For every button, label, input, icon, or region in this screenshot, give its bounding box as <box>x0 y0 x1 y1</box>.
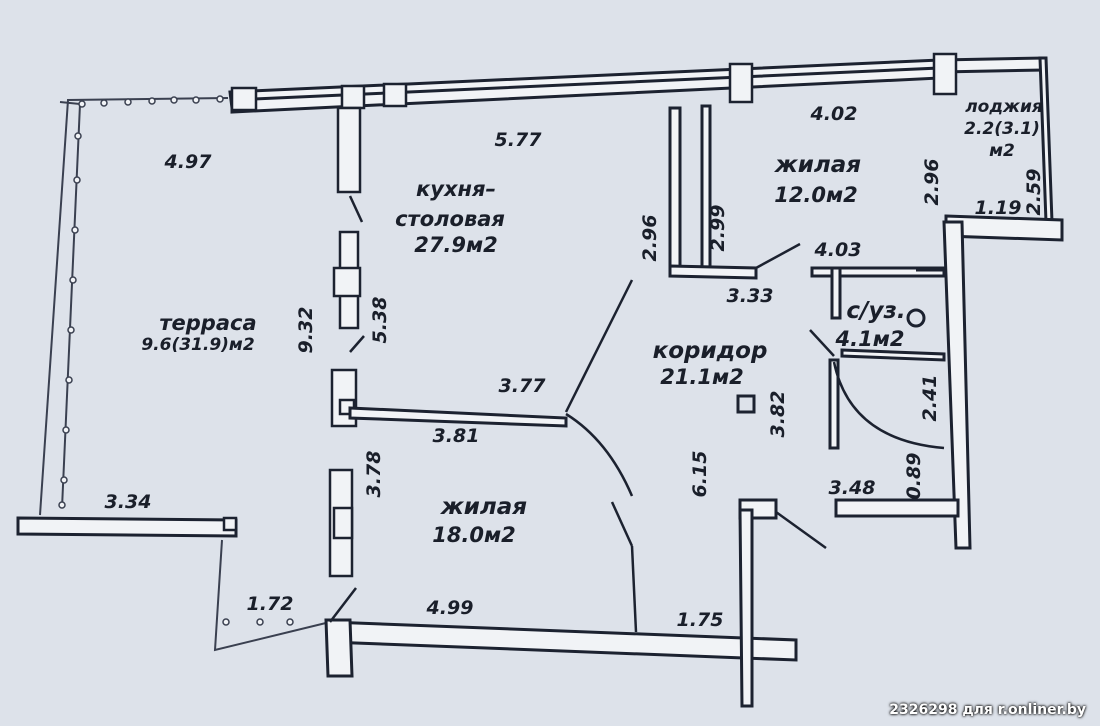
dim-0-89: 0.89 <box>903 453 925 500</box>
corridor-name: коридор <box>653 338 768 364</box>
dim-3-34: 3.34 <box>105 491 152 513</box>
corridor-area: 21.1м2 <box>660 365 744 389</box>
dim-4-99: 4.99 <box>426 597 474 619</box>
living-small-area: 12.0м2 <box>774 183 858 207</box>
dim-1-19: 1.19 <box>975 197 1022 219</box>
dimension-labels: 5.77 4.02 4.97 9.32 5.38 2.96 2.99 2.96 … <box>105 103 1045 631</box>
living-small-name: жилая <box>774 152 861 178</box>
dim-9-32: 9.32 <box>295 307 317 354</box>
dim-1-72: 1.72 <box>247 593 294 615</box>
dim-6-15: 6.15 <box>689 451 711 498</box>
dim-5-38: 5.38 <box>369 297 391 344</box>
loggia-name: лоджия <box>965 97 1043 117</box>
terrace-name: терраса <box>159 311 256 335</box>
dim-3-48: 3.48 <box>829 477 876 499</box>
dim-3-33: 3.33 <box>727 285 774 307</box>
dim-2-96-kitchen: 2.96 <box>639 215 661 262</box>
interior-walls <box>348 104 946 450</box>
kitchen-name-line1: кухня– <box>416 177 496 201</box>
door-swings <box>329 195 945 633</box>
windows <box>222 52 958 578</box>
loggia-area-line2: м2 <box>989 141 1015 161</box>
bathroom-area: 4.1м2 <box>835 327 905 351</box>
dim-1-75: 1.75 <box>677 609 724 631</box>
living-large-area: 18.0м2 <box>432 523 516 547</box>
loggia-area-line1: 2.2(3.1) <box>964 119 1040 139</box>
dim-2-41: 2.41 <box>919 375 941 422</box>
dim-5-77: 5.77 <box>495 129 543 151</box>
dim-3-77: 3.77 <box>499 375 547 397</box>
dim-3-81: 3.81 <box>433 425 480 447</box>
kitchen-area: 27.9м2 <box>414 233 498 257</box>
bathroom-name: с/уз. <box>846 298 905 324</box>
terrace-area: 9.6(31.9)м2 <box>141 335 254 355</box>
terrace-railing <box>39 95 331 652</box>
watermark: 2326298 для r.onliner.by <box>889 702 1086 718</box>
dim-4-02: 4.02 <box>810 103 858 125</box>
dim-3-78: 3.78 <box>363 451 385 498</box>
dim-4-03: 4.03 <box>814 239 862 261</box>
living-large-name: жилая <box>440 494 527 520</box>
room-labels: терраса 9.6(31.9)м2 кухня– столовая 27.9… <box>141 97 1043 547</box>
dim-2-59: 2.59 <box>1023 169 1045 216</box>
dim-3-82: 3.82 <box>767 391 789 438</box>
dim-2-99: 2.99 <box>707 205 729 252</box>
kitchen-name-line2: столовая <box>395 207 505 231</box>
dim-4-97: 4.97 <box>164 151 213 173</box>
exterior-walls <box>16 56 1064 708</box>
dim-2-96-loggia: 2.96 <box>921 159 943 206</box>
